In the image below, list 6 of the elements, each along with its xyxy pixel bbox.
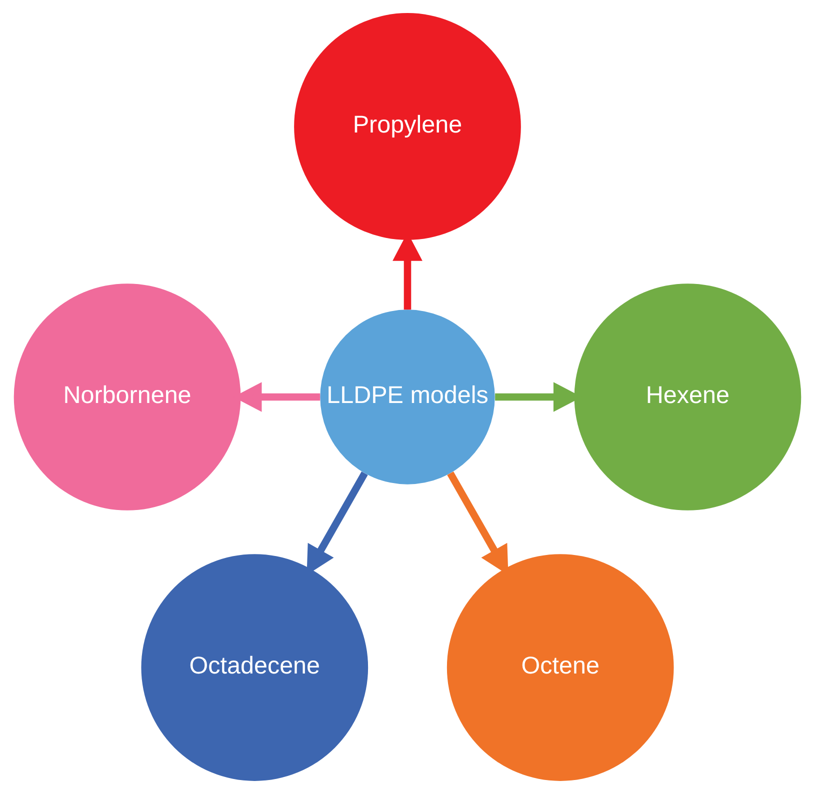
node-circle: Propylene	[294, 13, 521, 240]
node-circle: Hexene	[574, 284, 802, 510]
node-circle: LLDPE models	[320, 310, 495, 484]
node-circle: Norbornene	[14, 284, 241, 510]
node-circle: Octadecene	[141, 554, 368, 781]
node-circle: Octene	[446, 554, 674, 781]
